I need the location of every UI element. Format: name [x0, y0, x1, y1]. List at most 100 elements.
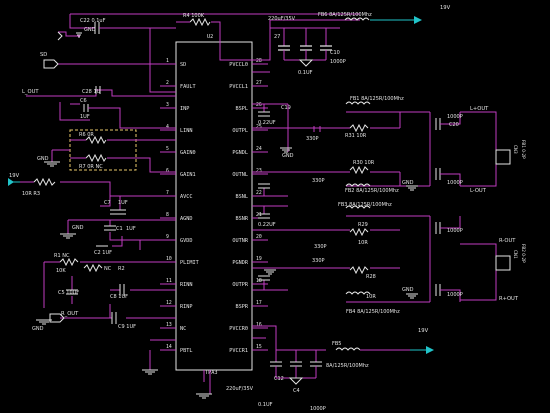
fb4-label: FB4 8A/125R/100Mhz	[346, 309, 400, 315]
c20-label: C20	[449, 122, 459, 128]
r31-label: R31 10R	[345, 133, 367, 139]
gnd-label-r2: GND	[402, 180, 414, 186]
fb2-conn-label: FB2 0-2P	[521, 244, 526, 263]
gnd-label-bottom: GND	[32, 326, 44, 332]
chip-right-pins: 28PVCCL027PVCCL126BSPL25OUTPL24PGNDL23OU…	[229, 58, 268, 354]
c19-label: C19	[281, 105, 291, 111]
c6-label: C6	[80, 98, 87, 104]
right-pin-number: 27	[256, 80, 262, 86]
net-19v-bottom: 19V	[418, 328, 429, 334]
left-pin-number: 3	[166, 102, 169, 108]
r29-label: R29	[358, 222, 368, 228]
c10-label: C10	[330, 50, 340, 56]
left-pin-name: PLIMIT	[180, 260, 199, 266]
cap-022-1: 0.22UF	[258, 120, 276, 126]
r30-label: R30 10R	[353, 160, 375, 166]
right-pin-name: PGNDR	[232, 260, 248, 266]
right-pin-number: 18	[256, 278, 262, 284]
left-pin-number: 7	[166, 190, 169, 196]
gnd-label-top: GND	[84, 27, 96, 33]
cap-330p-2: 330P	[312, 178, 325, 184]
c1-value: 1UF	[126, 226, 136, 232]
c7-label: C7	[104, 200, 111, 206]
right-pin-name: BSPR	[236, 304, 249, 310]
net-sd: SD	[40, 52, 47, 58]
c5-label: C5 10UF	[58, 290, 79, 296]
right-pin-number: 16	[256, 322, 262, 328]
cn3-label: CN3	[513, 145, 518, 154]
fb5-label: FB5	[332, 341, 342, 347]
c7-value: 1UF	[118, 200, 128, 206]
cap-1000p-bottom: 1000P	[310, 406, 326, 412]
c1-label: C1	[116, 226, 123, 232]
right-pin-name: PVCCR0	[229, 326, 248, 332]
cap-022-2: 0.22UF	[258, 222, 276, 228]
top-supply-section: C22 0.1uF R4 100K GND 220uF/35V 27 C10 1…	[57, 5, 451, 93]
fb2-label: FB2 8A/125R/100Mhz	[345, 188, 399, 194]
left-input-section: SD L_OUT C28 1U C6 1UF GND R6 0R R7 0R N…	[8, 52, 176, 375]
left-pin-number: 12	[166, 300, 172, 306]
connector-cn1	[495, 255, 511, 271]
cap-330p-4: 330P	[312, 258, 325, 264]
right-pin-name: PVCCL0	[229, 62, 248, 68]
left-pin-name: GAIN0	[180, 150, 196, 156]
c8-label: C8 1UF	[110, 294, 128, 300]
chip-body	[175, 41, 253, 371]
right-pin-number: 17	[256, 300, 262, 306]
right-pin-number: 26	[256, 102, 262, 108]
left-pin-name: RINP	[180, 304, 193, 310]
right-pin-number: 22	[256, 190, 262, 196]
left-pin-name: FAULT	[180, 84, 196, 90]
right-output-section: 0.22UF C19 FB1 8A/125R/100Mhz FB2 8A/125…	[252, 96, 526, 315]
connector-cn3	[495, 149, 511, 165]
chip-left-pins: 1SD2FAULT3INP4LINN5GAIN06GAIN17AVCC8AGND…	[160, 58, 199, 354]
right-pin-name: OUTPR	[232, 282, 248, 288]
net-l-out: L_OUT	[22, 89, 39, 95]
left-pin-name: AVCC	[180, 194, 193, 200]
net-l-minus-out: L-OUT	[470, 188, 487, 194]
r1-value: 10K	[56, 268, 66, 274]
arrow-19v-top	[414, 16, 422, 24]
r28-label: R28	[366, 274, 376, 280]
c1000p-4: 1000P	[447, 292, 463, 298]
fb5-value: 8A/125R/100Mhz	[326, 363, 369, 369]
c1000p-1: 1000P	[447, 114, 463, 120]
c9-label: C9 1UF	[118, 324, 136, 330]
right-pin-name: PGNDL	[232, 150, 248, 156]
gnd-label-gain: GND	[37, 156, 49, 162]
left-pin-number: 8	[166, 212, 169, 218]
c10-value: 1000P	[330, 59, 346, 65]
cn1-label: CN1	[513, 250, 518, 259]
left-pin-name: GVDD	[180, 238, 193, 244]
left-pin-number: 2	[166, 80, 169, 86]
fb6-label: FB6 8A/125R/100Mhz	[318, 12, 372, 18]
c22-label: C22 0.1uF	[80, 18, 106, 24]
right-pin-name: OUTPL	[232, 128, 248, 134]
fb1-label: FB1 8A/125R/100Mhz	[350, 96, 404, 102]
right-pin-number: 28	[256, 58, 262, 64]
r7-label: R7 0R NC	[79, 164, 103, 170]
net-19v-top: 19V	[440, 5, 451, 11]
right-pin-number: 21	[256, 212, 262, 218]
net-r-out: R_OUT	[61, 311, 79, 317]
right-pin-name: BSNR	[236, 216, 249, 222]
left-pin-number: 10	[166, 256, 172, 262]
left-pin-name: PBTL	[180, 348, 193, 354]
left-pin-number: 6	[166, 168, 169, 174]
right-pin-number: 23	[256, 168, 262, 174]
r29-value: 10R	[358, 240, 368, 246]
c4-label: C4	[293, 388, 300, 394]
gnd-label-r1: GND	[282, 153, 294, 159]
c1000p-3: 1000P	[447, 228, 463, 234]
r1-label: R1 NC	[54, 253, 70, 259]
left-pin-name: AGND	[180, 216, 193, 222]
cap-330p-3: 330P	[314, 244, 327, 250]
left-pin-name: GAIN1	[180, 172, 196, 178]
right-pin-number: 24	[256, 146, 262, 152]
right-pin-number: 15	[256, 344, 262, 350]
left-pin-number: 4	[166, 124, 169, 130]
net-r-minus-out: R-OUT	[499, 238, 516, 244]
cap-220uf-bottom: 220uF/35V	[226, 386, 254, 392]
